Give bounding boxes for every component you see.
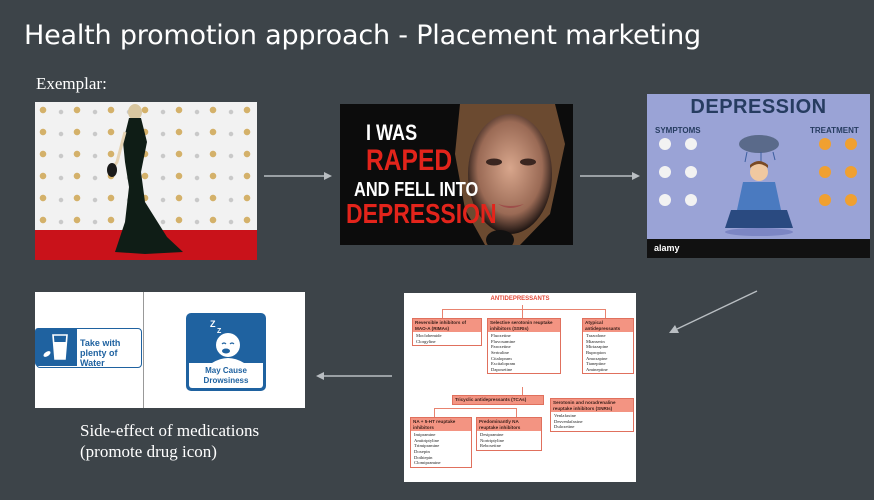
icon-divider: [143, 292, 144, 408]
svg-text:Z: Z: [210, 319, 216, 329]
gown-figure: [107, 104, 183, 254]
predominantly-na-box: Predominantly NA reuptake inhibitors Des…: [476, 417, 542, 451]
headline-line-4: DEPRESSION: [346, 198, 497, 229]
face-portrait: [440, 104, 573, 245]
symptom-icon: [659, 138, 671, 150]
arrow-left-icon: [316, 372, 392, 380]
take-with-water-label: Take with plenty of Water: [35, 328, 142, 369]
infographic-title: DEPRESSION: [690, 96, 827, 118]
snri-box: Serotonin and noradrenaline reuptake inh…: [550, 398, 634, 432]
rima-box: Reversible inhibitors of MAO-A (RIMAs) M…: [412, 318, 482, 347]
drug-icons-image: Take with plenty of Water Z Z May Cause …: [35, 292, 305, 408]
diagram-title: ANTIDEPRESSANTS: [490, 296, 550, 302]
arrow-right-icon: [580, 172, 640, 180]
drowsy-face-icon: Z Z: [210, 319, 244, 363]
symptom-icon: [685, 194, 697, 206]
arrow-right-icon: [264, 172, 332, 180]
infographic-footer: [647, 239, 870, 258]
sad-person-icon: [725, 135, 793, 236]
drowsy-line-2: Drowsiness: [203, 376, 249, 385]
symptom-icon: [685, 138, 697, 150]
arrow-down-left-icon: [669, 290, 758, 333]
press-wall: [35, 102, 257, 230]
headline-line-2: RAPED: [366, 144, 453, 177]
treatment-label: TREATMENT: [810, 126, 859, 135]
treatment-icon: [819, 194, 831, 206]
symptom-icon: [685, 166, 697, 178]
caption-line-2: (promote drug icon): [80, 442, 217, 461]
drowsy-line-1: May Cause: [205, 366, 247, 375]
treatment-icon: [845, 194, 857, 206]
treatment-icon: [819, 166, 831, 178]
headline-line-3: AND FELL INTO: [354, 179, 479, 201]
red-carpet-photo: [35, 102, 257, 260]
watermark-text: alamy: [654, 243, 680, 253]
headline-photo: I WAS RAPED AND FELL INTO DEPRESSION: [340, 104, 573, 245]
caption-line-1: Side-effect of medications: [80, 421, 260, 440]
symptom-icon: [659, 166, 671, 178]
water-line-1: Take with: [80, 338, 121, 348]
may-cause-drowsiness-label: Z Z May Cause Drowsiness: [186, 313, 266, 391]
svg-text:Z: Z: [217, 328, 222, 335]
depression-infographic: DEPRESSION SYMPTOMS TREATMENT alamy: [647, 94, 870, 258]
treatment-icon: [845, 166, 857, 178]
slide-title: Health promotion approach - Placement ma…: [24, 20, 701, 51]
treatment-icon: [819, 138, 831, 150]
symptom-icon: [659, 194, 671, 206]
na-5ht-box: NA + 5-HT reuptake inhibitors Imipramine…: [410, 417, 472, 468]
water-glass-icon: [43, 334, 68, 360]
caption-text: Side-effect of medications (promote drug…: [80, 420, 259, 462]
antidepressants-diagram: ANTIDEPRESSANTS Reversible inhibitors of…: [404, 293, 636, 482]
exemplar-label: Exemplar:: [36, 74, 107, 93]
ssri-box: Selective serotonin reuptake inhibitors …: [487, 318, 561, 375]
treatment-icon: [845, 138, 857, 150]
water-line-2: plenty of Water: [80, 348, 118, 368]
atypical-box: Atypical antidepressants Trazodone Mians…: [582, 318, 634, 375]
headline-line-1: I WAS: [366, 120, 418, 145]
symptoms-label: SYMPTOMS: [655, 126, 701, 135]
tca-box: Tricyclic antidepressants (TCAs): [452, 395, 544, 405]
